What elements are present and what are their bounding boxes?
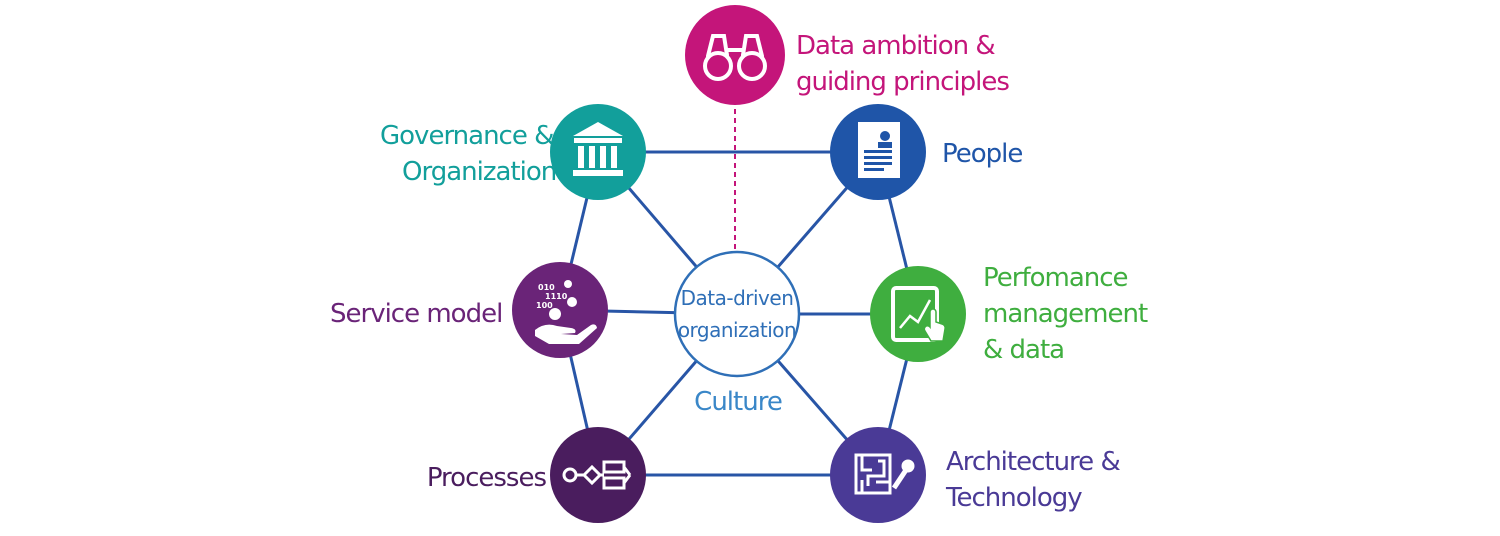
architecture-label-line-2: Technology — [946, 483, 1083, 513]
bank-building-icon — [573, 122, 623, 176]
ambition-label-line-2: guiding principles — [796, 67, 1010, 97]
governance-label-line-2: Organization — [402, 157, 557, 187]
process-flow-icon — [562, 460, 632, 490]
processes-node — [550, 427, 646, 523]
governance-node — [550, 104, 646, 200]
binoculars-icon — [703, 34, 767, 81]
center-label-line-2: organization — [677, 318, 797, 342]
center-label-line-1: Data-driven — [680, 286, 794, 310]
architecture-label: Architecture & Technology — [946, 444, 1121, 516]
performance-node — [870, 266, 966, 362]
people-label: People — [942, 136, 1023, 172]
ambition-node — [685, 5, 785, 105]
hand-gears-icon: 010 1110 100 — [535, 280, 597, 344]
tablet-chart-icon — [891, 286, 946, 342]
processes-label: Processes — [420, 460, 547, 496]
people-label-line-1: People — [942, 139, 1023, 169]
document-profile-icon — [858, 122, 900, 178]
architecture-label-line-1: Architecture & — [946, 447, 1121, 477]
center-circle — [673, 250, 801, 378]
governance-label-line-1: Governance & — [380, 121, 554, 151]
maze-wrench-icon — [854, 453, 915, 495]
culture-label: Culture — [694, 387, 783, 417]
service-node: 010 1110 100 — [512, 262, 608, 358]
service-label-line-1: Service model — [330, 299, 503, 329]
performance-label-line-1: Perfomance — [983, 263, 1129, 293]
governance-label: Governance & Organization — [380, 118, 557, 190]
bits-text-3: 100 — [536, 301, 553, 310]
performance-label: Perfomance management & data — [983, 260, 1148, 368]
bits-text-1: 010 — [538, 283, 555, 292]
bits-text-2: 1110 — [545, 292, 568, 301]
ambition-label: Data ambition & guiding principles — [796, 28, 1010, 100]
performance-label-line-2: management — [983, 299, 1148, 329]
ambition-label-line-1: Data ambition & — [796, 31, 996, 61]
performance-label-line-3: & data — [983, 335, 1065, 365]
architecture-node — [830, 427, 926, 523]
center-label: Data-driven organization — [667, 282, 807, 346]
processes-label-line-1: Processes — [426, 463, 547, 493]
service-label: Service model — [330, 296, 503, 332]
people-node — [830, 104, 926, 200]
